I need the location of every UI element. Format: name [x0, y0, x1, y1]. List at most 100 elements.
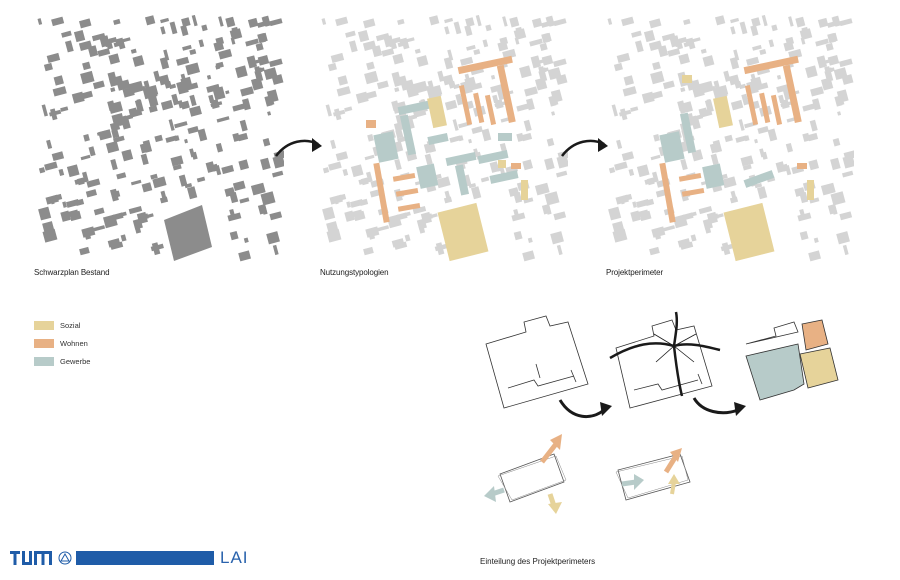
building-block — [611, 104, 618, 117]
caption-nutzungstypologien: Nutzungstypologien — [320, 268, 389, 277]
building-block — [754, 138, 758, 144]
building-block — [42, 221, 55, 235]
legend-swatch-gewerbe — [34, 356, 54, 366]
building-block — [110, 188, 119, 202]
building-block — [465, 17, 475, 28]
building-block — [404, 234, 411, 242]
building-block — [130, 48, 137, 54]
building-block — [143, 213, 149, 220]
building-block — [396, 212, 408, 221]
building-block — [140, 153, 149, 166]
building-block — [391, 238, 405, 248]
building-block — [742, 164, 752, 171]
building-block — [111, 129, 120, 139]
building-block — [713, 213, 719, 220]
building-block — [366, 171, 373, 183]
building-block — [797, 212, 812, 222]
building-block — [800, 37, 806, 45]
building-block — [471, 126, 483, 135]
building-block — [794, 187, 806, 197]
building-block — [262, 32, 268, 42]
building-block — [366, 61, 375, 71]
building-block — [150, 243, 164, 252]
building-block — [802, 132, 811, 142]
building-block — [37, 18, 43, 25]
building-block — [724, 134, 733, 143]
building-block — [839, 58, 853, 68]
building-block — [400, 79, 415, 91]
building-block — [538, 66, 546, 78]
building-block — [257, 54, 270, 66]
building-block — [210, 99, 220, 110]
building-block — [746, 56, 760, 66]
building-block — [795, 16, 806, 28]
building-block — [326, 221, 339, 235]
building-block — [225, 90, 230, 95]
building-block — [397, 18, 405, 26]
building-block — [160, 99, 174, 111]
building-block — [502, 16, 508, 27]
building-block — [111, 113, 125, 128]
building-block — [494, 99, 504, 110]
building-block — [232, 180, 246, 192]
building-block — [620, 108, 628, 121]
building-block — [267, 111, 272, 116]
building-block — [785, 142, 794, 153]
map-projektperimeter — [604, 15, 854, 265]
building-block — [128, 206, 143, 215]
building-block — [240, 86, 254, 97]
building-block — [444, 17, 454, 24]
arrow-map2-to-map3 — [561, 138, 608, 157]
tum-lai-logo: LAI — [10, 549, 249, 566]
map3-svg — [607, 15, 854, 262]
building-block — [51, 151, 65, 162]
building-block — [436, 176, 451, 189]
building-block — [272, 244, 279, 256]
building-block — [555, 74, 568, 85]
building-block — [837, 111, 842, 116]
building-block — [206, 83, 220, 93]
building-block — [65, 40, 74, 53]
building-block — [359, 198, 369, 207]
building-block — [261, 16, 266, 23]
building-block — [650, 154, 661, 161]
building-block — [679, 36, 688, 44]
building-block — [733, 49, 740, 61]
building-block — [91, 33, 106, 42]
building-block — [723, 70, 731, 82]
building-block — [62, 201, 67, 208]
building-block — [759, 48, 767, 56]
building-block — [116, 79, 131, 91]
building-block — [250, 182, 266, 196]
building-block — [261, 204, 268, 215]
building-block — [322, 167, 330, 174]
building-block — [429, 15, 440, 26]
building-block — [677, 100, 686, 111]
legend-item-gewerbe: Gewerbe — [34, 352, 90, 370]
map1-svg — [37, 15, 284, 262]
building-block — [444, 99, 458, 111]
building-block — [843, 150, 854, 161]
building-block — [730, 26, 736, 35]
arrow-diagram-2-to-3-head — [734, 402, 746, 416]
building-block — [452, 119, 459, 131]
building-block — [86, 178, 101, 188]
building-block — [529, 38, 543, 47]
building-block — [66, 164, 80, 178]
building-block — [458, 135, 464, 142]
building-block — [832, 138, 841, 147]
building-block — [832, 32, 838, 42]
building-block — [363, 246, 374, 256]
building-block — [635, 40, 644, 53]
building-block — [751, 17, 761, 28]
building-block — [107, 238, 121, 248]
building-block — [178, 174, 188, 187]
building-block — [225, 16, 236, 28]
building-block — [362, 40, 377, 51]
building-block — [464, 24, 473, 37]
building-block — [546, 138, 555, 147]
building-block — [516, 132, 525, 142]
building-block — [635, 209, 649, 218]
building-block — [361, 177, 369, 186]
diagram-outline-1 — [485, 315, 589, 409]
